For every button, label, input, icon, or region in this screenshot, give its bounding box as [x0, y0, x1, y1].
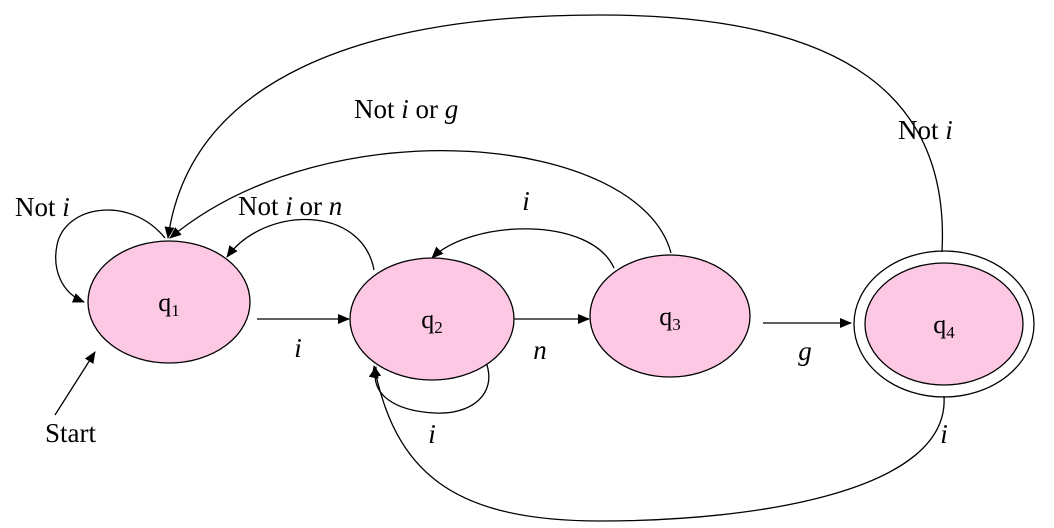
label-q4-q1: Not i — [898, 115, 953, 145]
label-q2-q1: Not i or n — [238, 191, 342, 221]
edge-q4-q1 — [164, 14, 944, 253]
states: q1 q2 q3 q4 — [87, 240, 1035, 398]
edge-q2-q1 — [226, 218, 375, 271]
accepting-ring — [853, 250, 1035, 398]
label-q4-q2: i — [940, 419, 948, 449]
state-q2: q2 — [349, 257, 515, 381]
label-q3-q4: g — [798, 336, 812, 366]
state-q4-label: q4 — [933, 310, 955, 342]
edge-q3-q1 — [169, 149, 672, 254]
edge-q4-q2 — [371, 365, 945, 522]
edge-q3-q2 — [431, 228, 615, 269]
edge-q1-q1 — [55, 209, 166, 303]
start-arrow — [54, 351, 96, 416]
label-q3-q2: i — [522, 186, 530, 216]
state-q1-label: q1 — [158, 288, 180, 320]
label-q1-q1: Not i — [15, 192, 70, 222]
label-q3-q1: Not i or g — [354, 94, 458, 124]
label-q2-q2: i — [428, 419, 436, 449]
label-q1-q2: i — [294, 333, 302, 363]
state-q2-label: q2 — [421, 305, 443, 337]
state-q3-label: q3 — [659, 302, 681, 334]
state-q3: q3 — [589, 254, 751, 378]
start-label: Start — [45, 418, 96, 448]
state-q1: q1 — [87, 240, 251, 364]
label-q2-q3: n — [533, 335, 547, 365]
state-q4: q4 — [853, 250, 1035, 398]
